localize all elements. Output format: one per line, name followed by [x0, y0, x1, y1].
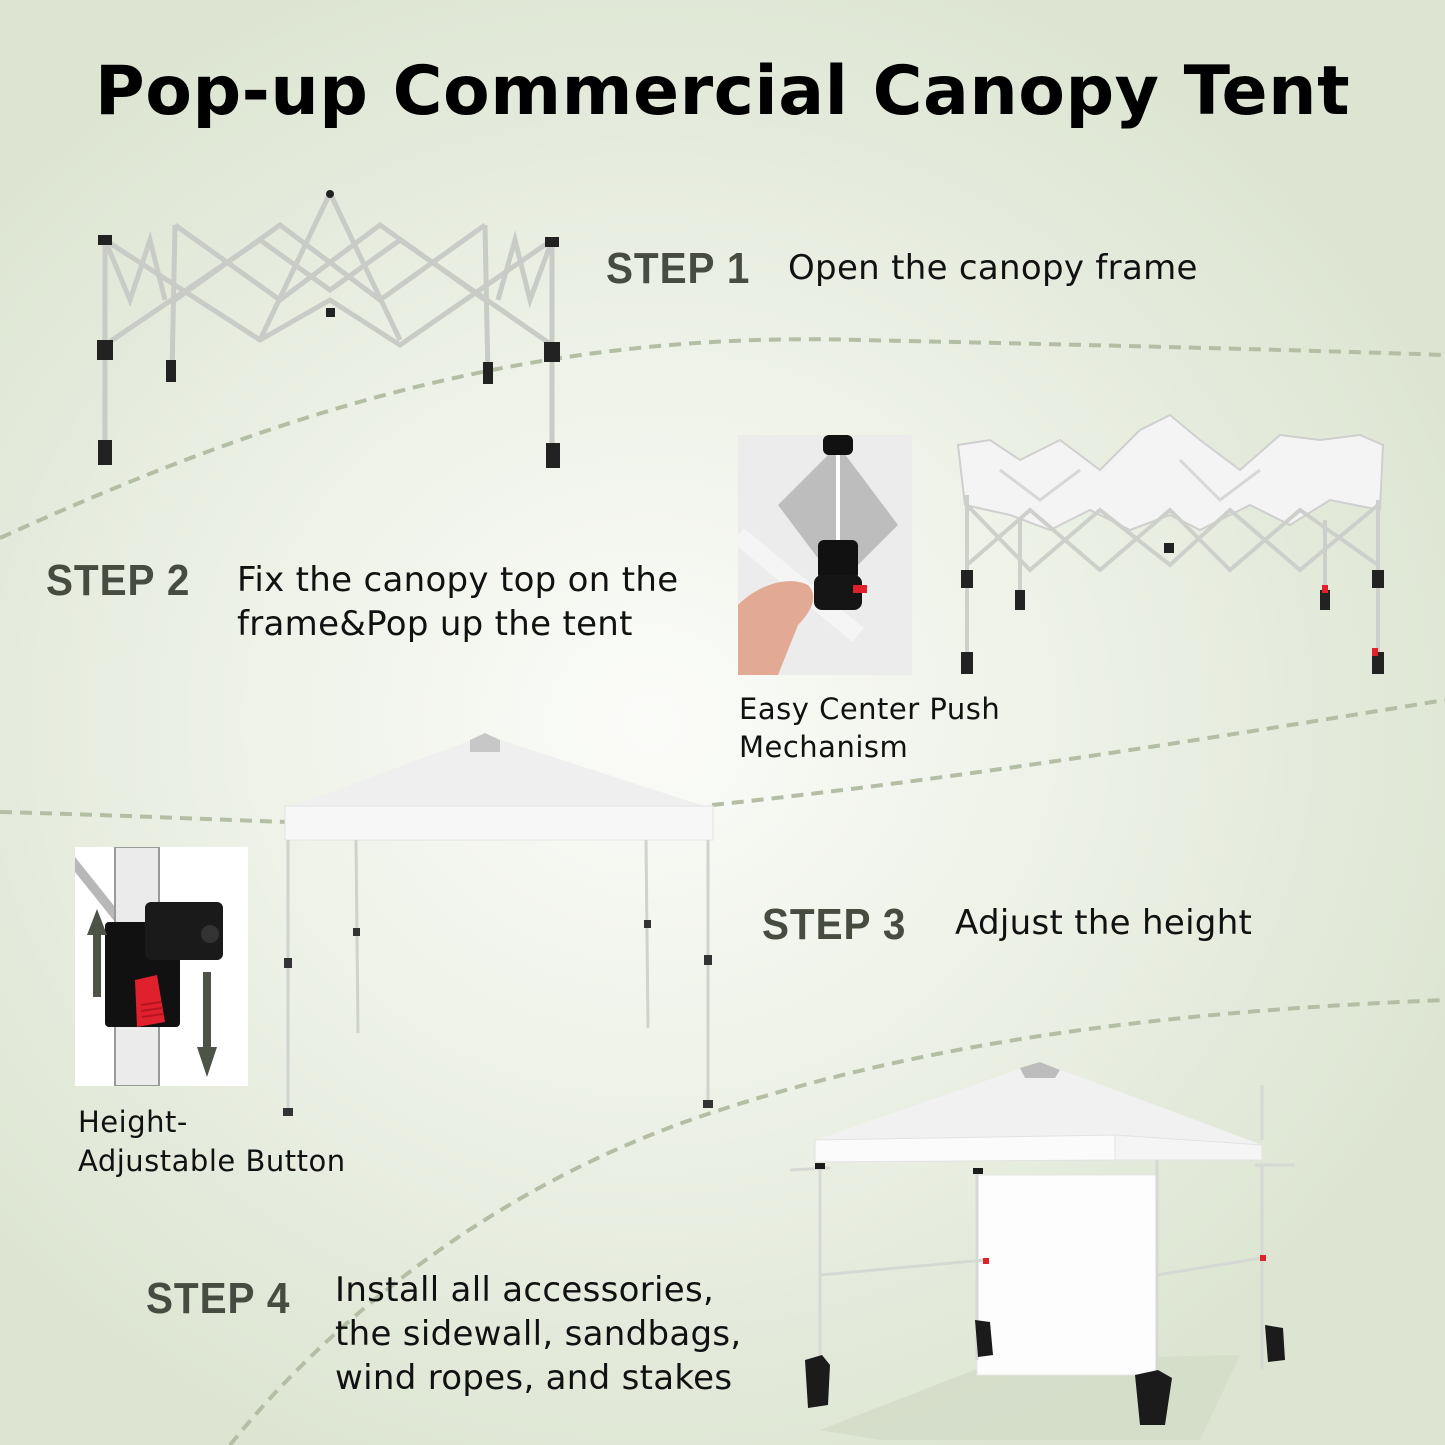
step-4-text-line-3: wind ropes, and stakes	[335, 1358, 733, 1398]
step-2-label: STEP 2	[46, 556, 191, 605]
height-button-photo	[75, 847, 248, 1086]
step-4-label: STEP 4	[146, 1274, 291, 1323]
center-push-photo	[738, 435, 912, 675]
step-1-text: Open the canopy frame	[788, 248, 1198, 288]
step-3-label: STEP 3	[762, 900, 907, 949]
center-push-caption-line-2: Mechanism	[739, 730, 909, 764]
step-1-label: STEP 1	[606, 244, 751, 293]
step-3-text: Adjust the height	[955, 903, 1253, 943]
page-title: Pop-up Commercial Canopy Tent	[94, 52, 1351, 131]
step-4-text-line-1: Install all accessories,	[335, 1270, 715, 1310]
step-2-text-line-2: frame&Pop up the tent	[237, 604, 633, 644]
height-button-caption-line-1: Height-	[78, 1105, 188, 1139]
center-push-caption-line-1: Easy Center Push	[739, 692, 1001, 726]
step-2-text-line-1: Fix the canopy top on the	[237, 560, 679, 600]
height-button-caption-line-2: Adjustable Button	[78, 1144, 346, 1178]
step-4-text-line-2: the sidewall, sandbags,	[335, 1314, 742, 1354]
